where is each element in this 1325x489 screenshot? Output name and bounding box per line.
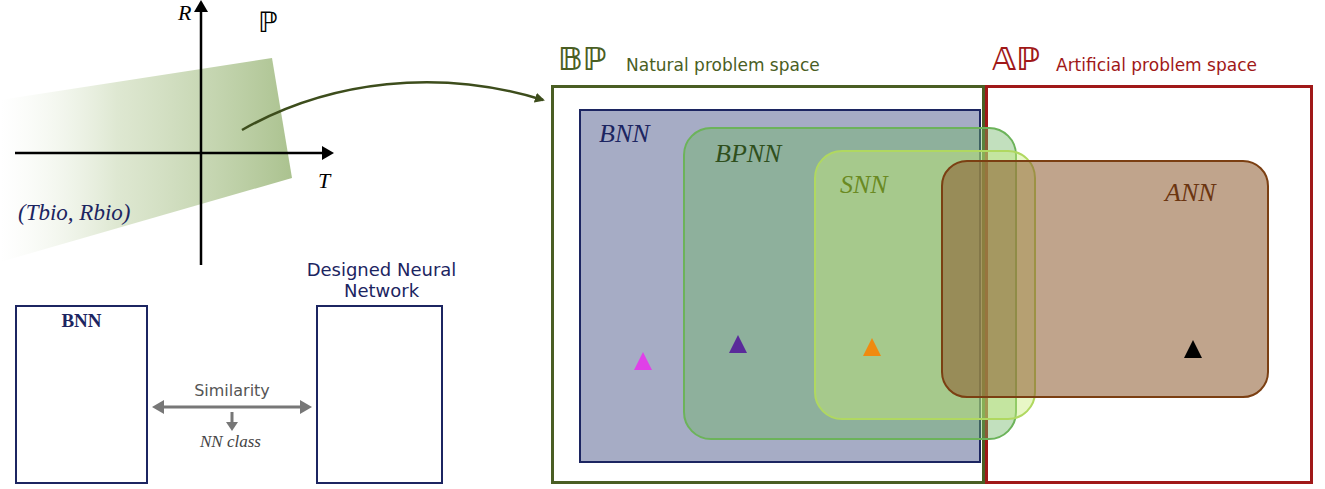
axis-label: ℙ (258, 6, 278, 39)
region-box: BNN (15, 305, 148, 484)
axis-label: NN class (200, 432, 261, 452)
svg-line (15, 152, 326, 155)
problem-marker (729, 335, 747, 353)
node-title: 𝔸ℙ (992, 40, 1040, 78)
node-title: ANN (1165, 178, 1216, 208)
parameter-wedge (0, 58, 292, 262)
axis-label: T (318, 168, 330, 194)
edge-label: Similarity (194, 381, 270, 400)
problem-marker (863, 338, 881, 356)
region-box: ANN (941, 160, 1269, 398)
svg-line (162, 406, 302, 409)
svg-polygon (322, 146, 334, 160)
node-subtitle: Artificial problem space (1056, 55, 1257, 75)
similarity-arrow (152, 400, 312, 414)
region-box: Designed Neural Network (316, 305, 443, 484)
svg-polygon (194, 0, 208, 12)
axis-label: (Tbio, Rbio) (18, 200, 130, 226)
class-arrowhead (226, 422, 238, 431)
node-title: BNN (599, 119, 650, 149)
node-title: BPNN (715, 139, 781, 169)
leader-arrow (242, 82, 543, 130)
node-title: BNN (17, 310, 146, 332)
problem-marker (634, 352, 652, 370)
problem-marker (1184, 340, 1202, 358)
node-subtitle: Natural problem space (626, 55, 820, 75)
svg-line (200, 8, 203, 265)
node-title: Designed Neural Network (288, 259, 475, 301)
arrowhead (300, 400, 312, 414)
node-title: SNN (840, 170, 888, 200)
axis-label: R (178, 0, 191, 26)
arrowhead (152, 400, 164, 414)
node-title: 𝔹ℙ (558, 40, 607, 78)
